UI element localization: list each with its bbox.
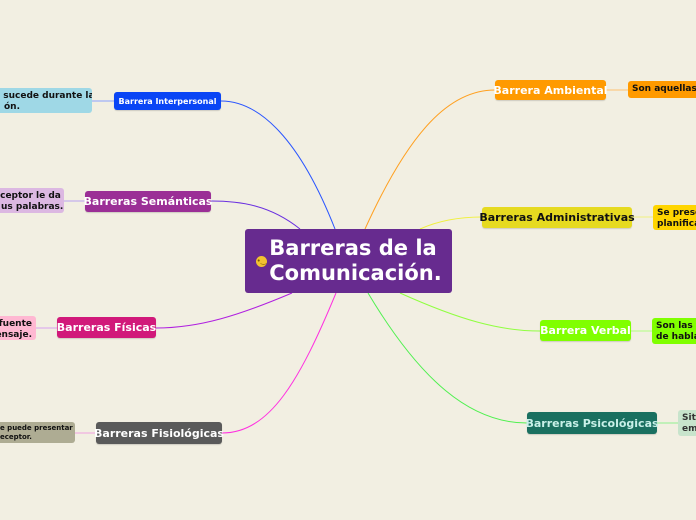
- subtopic-line: e sucede durante la: [0, 91, 92, 101]
- central-topic-line2: Comunicación.: [269, 261, 442, 285]
- topic-label: Barrera Verbal: [540, 324, 631, 337]
- subtopic-administrativas[interactable]: Se prese planifica: [653, 205, 696, 230]
- subtopic-line: Son aquellas c: [632, 84, 696, 94]
- subtopic-line: ón.: [4, 102, 21, 112]
- topic-barreras-administrativas[interactable]: Barreras Administrativas: [479, 207, 635, 228]
- topic-label: Barreras Fisiológicas: [94, 426, 224, 440]
- topic-label: Barreras Semánticas: [83, 195, 213, 208]
- link-verbal: [399, 292, 541, 332]
- subtopic-interpersonal[interactable]: e sucede durante la ón.: [0, 88, 92, 113]
- topic-label: Barreras Psicológicas: [525, 416, 659, 430]
- subtopic-line: eceptor le da: [0, 191, 61, 201]
- subtopic-line: Situ: [682, 413, 696, 423]
- subtopic-fisiologicas[interactable]: e puede presentar eceptor.: [0, 422, 75, 443]
- topic-barreras-fisicas[interactable]: Barreras Físicas: [57, 317, 156, 338]
- subtopic-semanticas[interactable]: eceptor le da us palabras.: [0, 188, 64, 213]
- topic-barreras-fisiologicas[interactable]: Barreras Fisiológicas: [94, 422, 224, 444]
- link-psicologicas: [367, 292, 528, 424]
- subtopic-line: e puede presentar: [0, 424, 73, 432]
- subtopic-line: de habla: [656, 332, 696, 342]
- central-topic-line1: Barreras de la: [269, 236, 437, 260]
- link-fisiologicas: [221, 292, 337, 434]
- topic-label: Barrera Interpersonal: [118, 96, 217, 106]
- link-ambiental: [364, 89, 496, 230]
- topic-label: Barreras Administrativas: [479, 211, 635, 224]
- subtopic-line: Se prese: [657, 208, 696, 218]
- link-interpersonal: [220, 100, 336, 230]
- topic-barreras-psicologicas[interactable]: Barreras Psicológicas: [525, 412, 659, 434]
- subtopic-line: us palabras.: [1, 202, 64, 212]
- topic-barrera-interpersonal[interactable]: Barrera Interpersonal: [114, 92, 221, 110]
- topic-barrera-ambiental[interactable]: Barrera Ambiental: [493, 80, 608, 100]
- subtopic-line: Son las c: [656, 321, 696, 331]
- thinking-face-icon: •‿: [256, 256, 267, 267]
- topic-label: Barrera Ambiental: [493, 83, 608, 97]
- link-administrativas: [419, 216, 483, 230]
- subtopic-ambiental[interactable]: Son aquellas c: [628, 81, 696, 98]
- subtopic-verbal[interactable]: Son las c de habla: [652, 318, 696, 344]
- central-topic[interactable]: Barreras de la Comunicación.: [245, 229, 452, 293]
- subtopic-line: fuente: [0, 319, 32, 329]
- topic-barreras-semanticas[interactable]: Barreras Semánticas: [83, 191, 213, 212]
- subtopic-psicologicas[interactable]: Situ em: [678, 410, 696, 436]
- subtopic-line: em: [682, 424, 696, 434]
- link-semanticas: [210, 200, 301, 230]
- subtopic-line: eceptor.: [0, 433, 32, 441]
- subtopic-line: planifica: [657, 219, 696, 229]
- link-fisicas: [155, 292, 293, 329]
- topic-barrera-verbal[interactable]: Barrera Verbal: [540, 320, 631, 341]
- topic-label: Barreras Físicas: [56, 321, 157, 334]
